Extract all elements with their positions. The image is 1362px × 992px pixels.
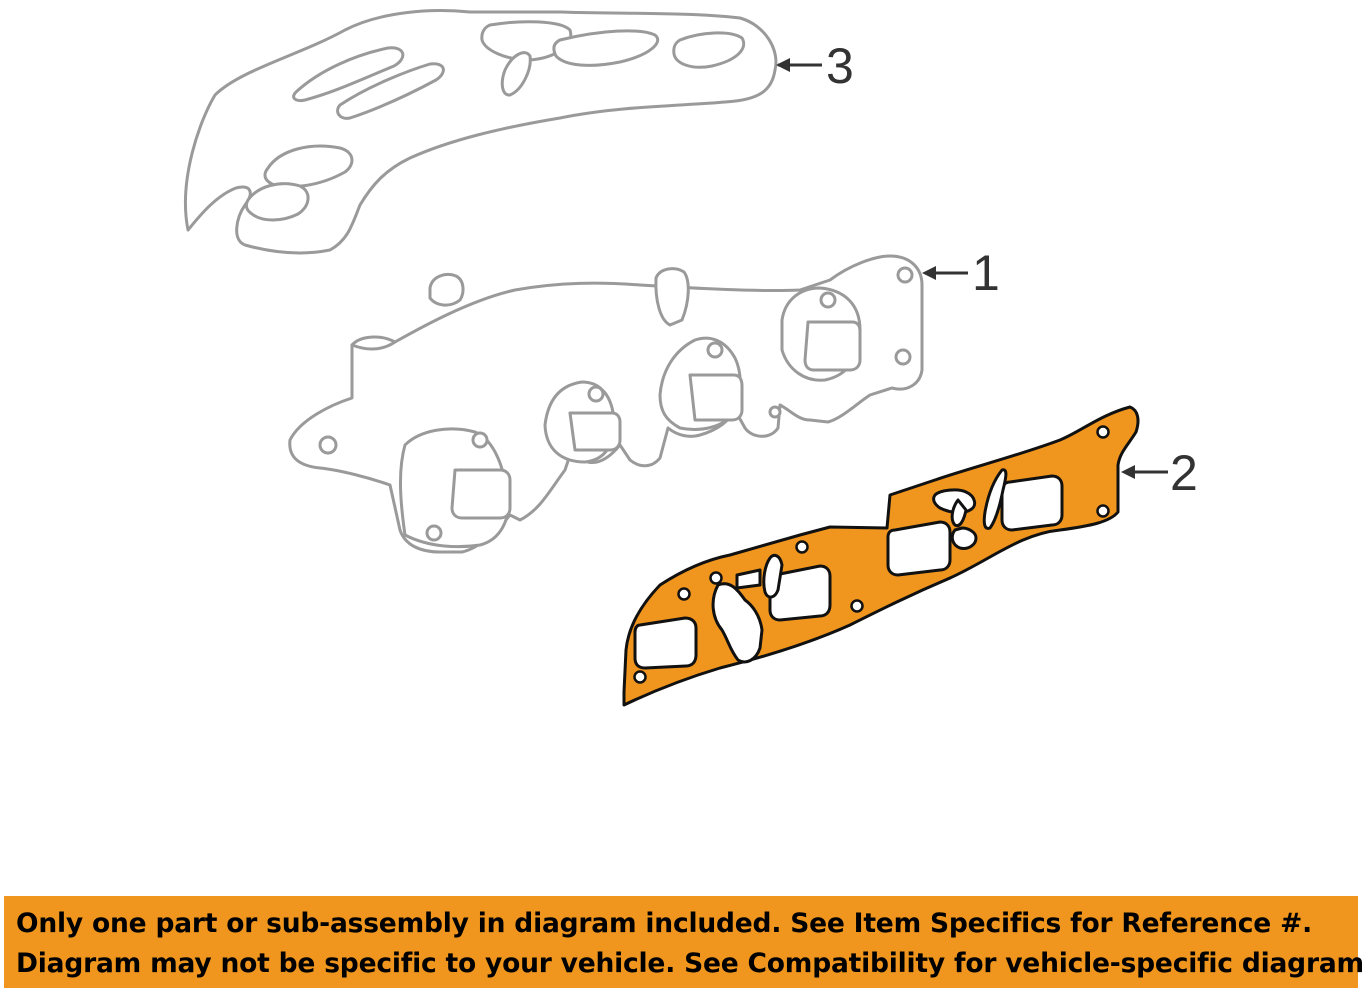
disclaimer-banner: Only one part or sub-assembly in diagram… — [4, 896, 1362, 988]
parts-diagram: 3 1 2 — [184, 9, 1198, 707]
heat-shield-drawing — [184, 9, 778, 255]
callout-2: 2 — [1121, 445, 1198, 501]
callout-label-1: 1 — [972, 245, 1000, 301]
manifold-gasket-drawing — [622, 405, 1140, 707]
callout-label-2: 2 — [1170, 445, 1198, 501]
callout-1: 1 — [922, 245, 1000, 301]
callout-label-3: 3 — [826, 38, 854, 94]
callout-3: 3 — [776, 38, 854, 94]
disclaimer-line-2: Diagram may not be specific to your vehi… — [16, 948, 1362, 979]
exhaust-manifold-drawing — [288, 254, 924, 554]
disclaimer-line-1: Only one part or sub-assembly in diagram… — [16, 908, 1312, 939]
